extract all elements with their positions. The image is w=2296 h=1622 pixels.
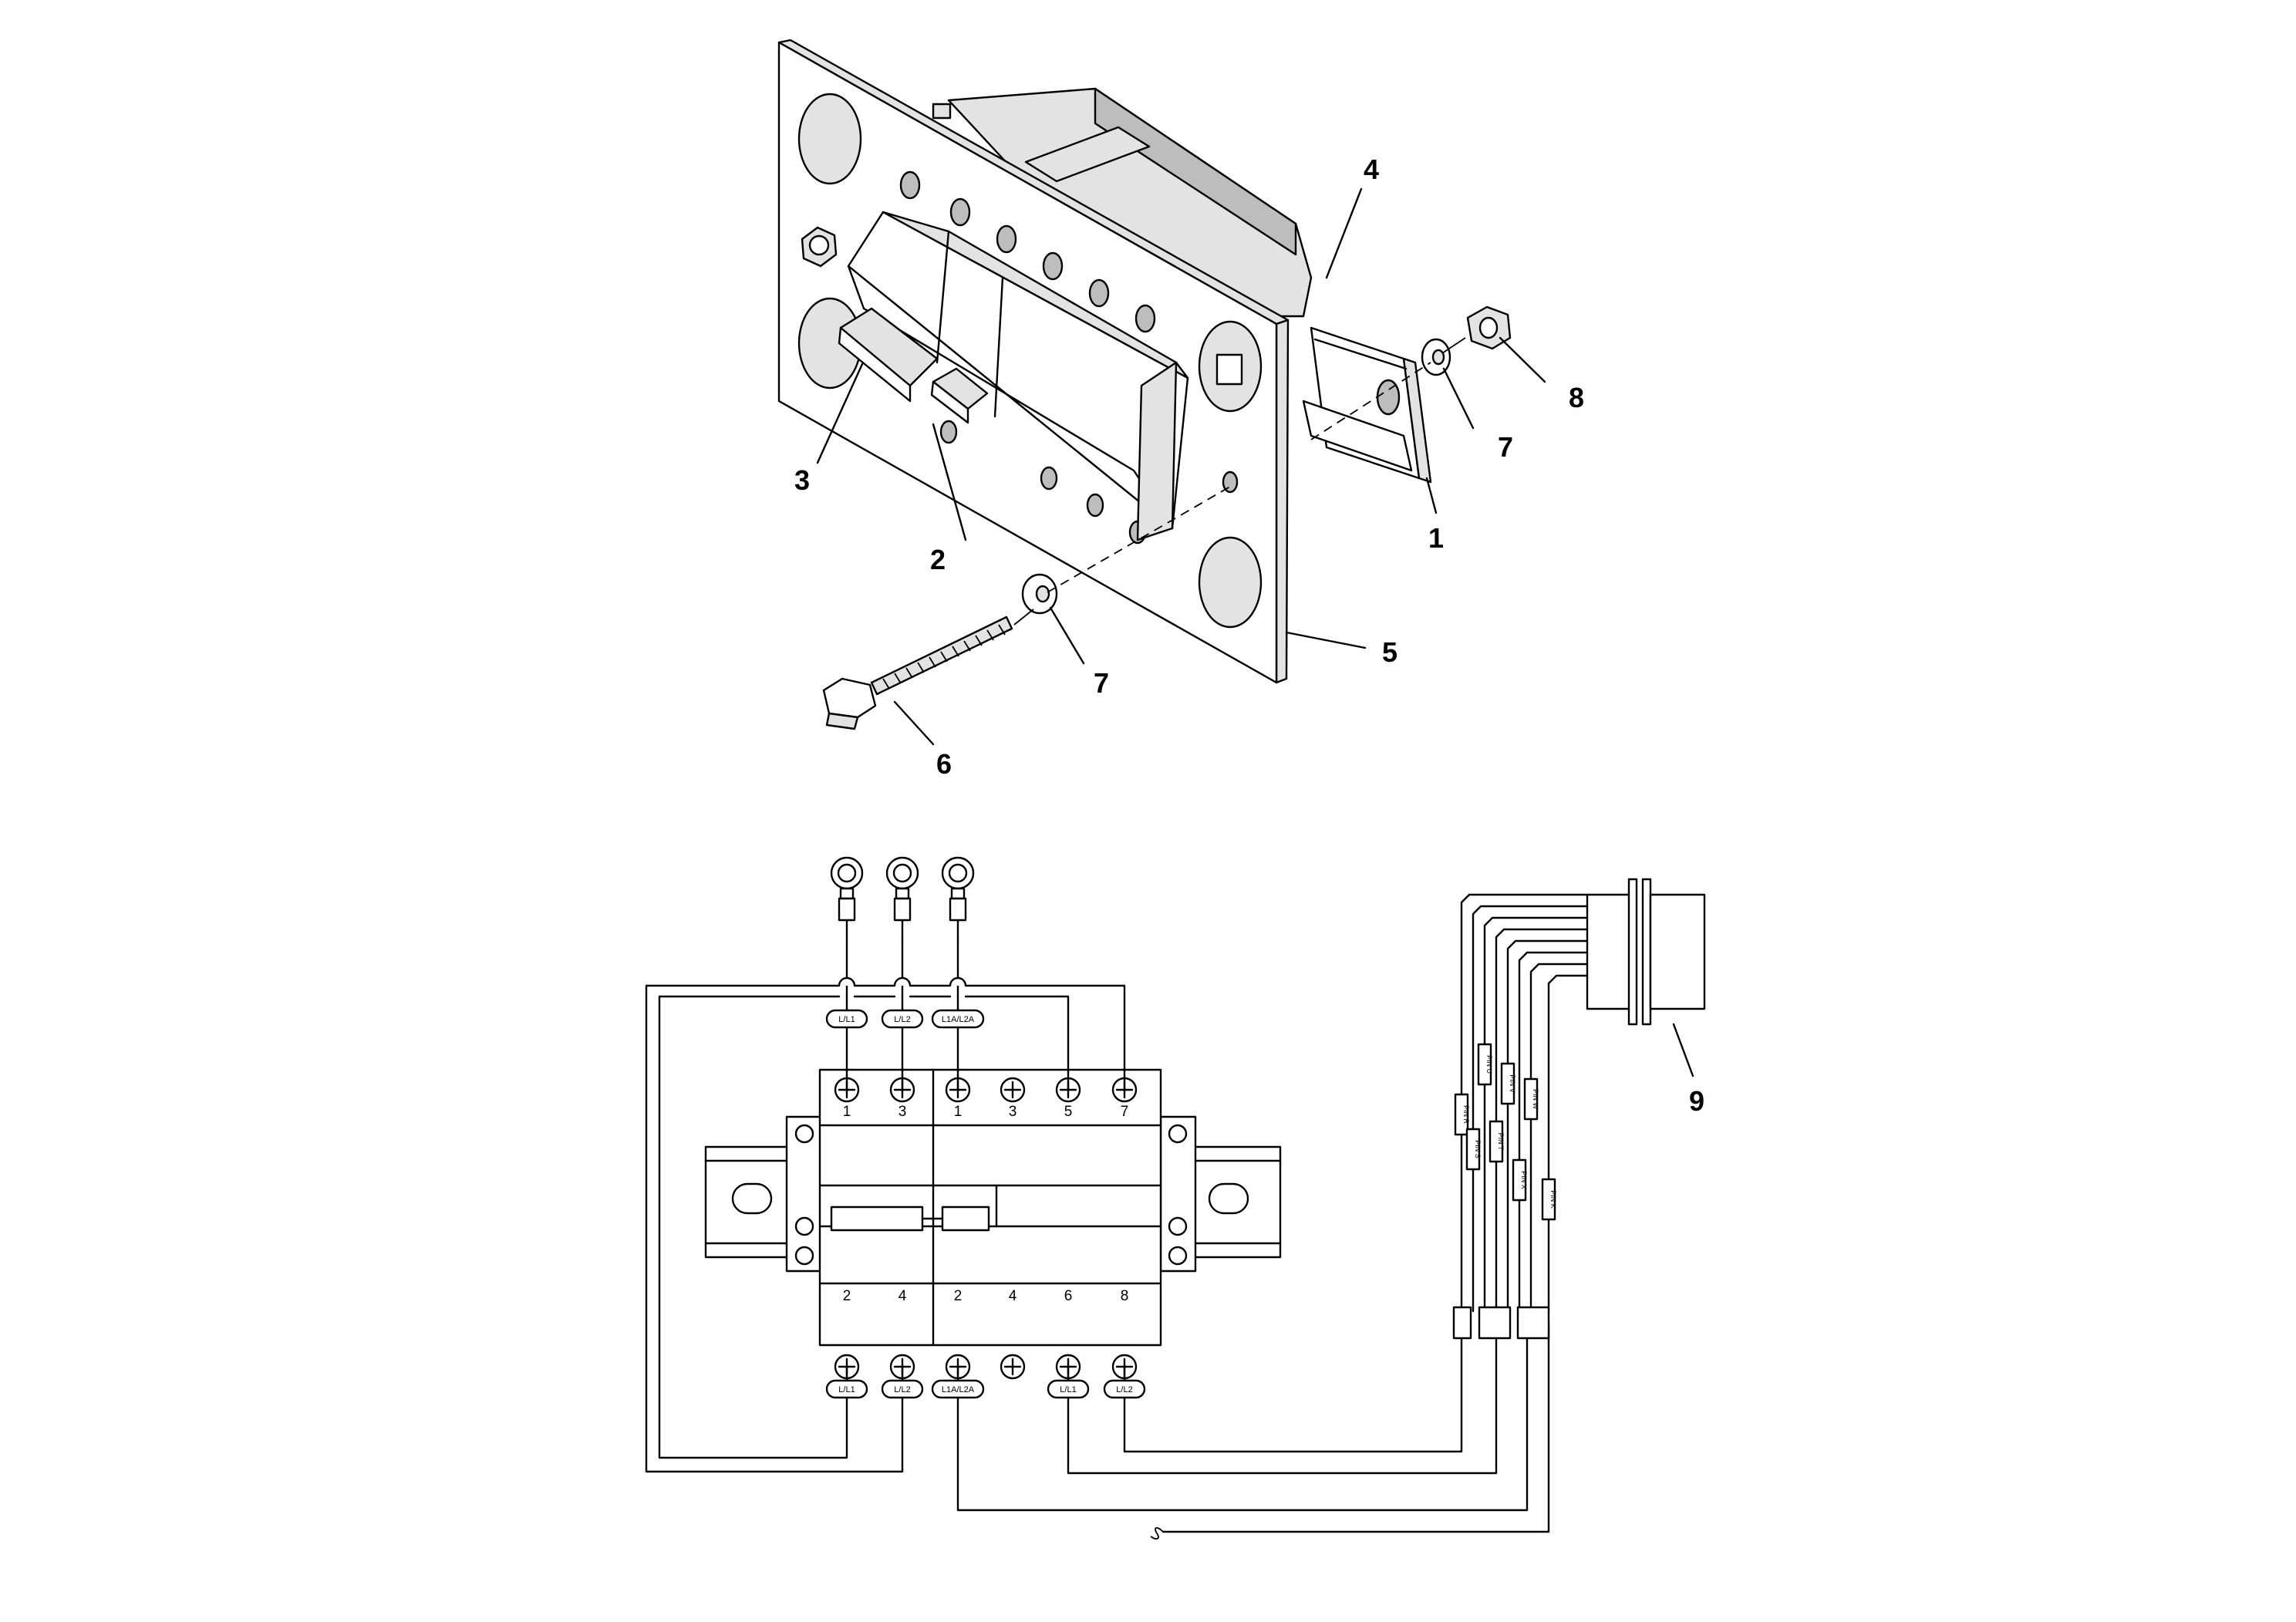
flat-washer-rear [1421,338,1451,376]
bottom-wire-tags: L/L1 L/L2 L1A/L2A L/L1 L/L2 [825,1379,1146,1399]
top-terminal-labels: 1 3 1 3 5 7 [843,1104,1129,1120]
pin-tag-label: PIN T [1497,1133,1505,1151]
pin-tag: PIN W [1523,1077,1539,1121]
wire-tag: L/L1 [838,1015,855,1024]
terminal-number: 2 [843,1288,851,1304]
pin-tag-label: PIN R [1462,1105,1470,1125]
pin-tag: PIN U [1477,1043,1493,1086]
callout-8: 8 [1569,382,1584,413]
terminal-number: 1 [843,1104,851,1120]
pin-tag: PIN K [1541,1178,1557,1221]
hex-bolt [822,615,1013,730]
pin-tag: PIN X [1512,1158,1528,1202]
pin-tag: PIN S [1465,1128,1482,1171]
terminal-screw [1000,1077,1026,1103]
callout-4: 4 [1364,153,1379,185]
callout-6: 6 [936,748,952,780]
pin-tags: PIN R PIN S PIN U PIN T PIN V PIN X PIN W PIN K [1454,1043,1557,1221]
wire-tag: L/L1 [838,1385,855,1394]
bottom-terminal-row [834,1354,1138,1380]
callout-2: 2 [930,544,946,575]
terminal-number: 1 [954,1104,963,1120]
pin-tag-label: PIN K [1549,1190,1557,1209]
terminal-number: 5 [1064,1104,1073,1120]
terminal-number: 8 [1121,1288,1129,1304]
terminal-number: 4 [899,1288,907,1304]
wire-tag: L/L2 [1116,1385,1132,1394]
pin-tag: PIN V [1500,1062,1516,1105]
wiring-harness [1452,893,1589,1340]
pin-tag-label: PIN V [1509,1074,1516,1093]
callout-1: 1 [1428,522,1444,554]
wire-tag: L1A/L2A [942,1015,975,1024]
terminal-number: 6 [1064,1288,1073,1304]
breaker-rear-housing [932,87,1313,318]
pin-tag-label: PIN S [1474,1140,1482,1158]
circuit-breaker-body [838,211,1189,541]
wiring-schematic: 1 3 1 3 5 7 2 4 2 4 6 8 [645,856,1706,1540]
pin-tag: PIN T [1489,1120,1505,1163]
callout-5: 5 [1382,636,1397,668]
bottom-wiring [845,1321,1550,1540]
bottom-terminal-labels: 2 4 2 4 6 8 [843,1288,1129,1304]
wire-tag: L1A/L2A [942,1385,975,1394]
terminal-screw [1000,1354,1026,1380]
pin-tag: PIN R [1454,1093,1470,1136]
wire-tag: L/L2 [894,1015,910,1024]
wire-tag: L/L2 [894,1385,910,1394]
terminal-number: 4 [1009,1288,1017,1304]
top-wire-tags: L/L1 L/L2 L1A/L2A [825,1009,985,1029]
top-wiring [645,938,1126,1473]
schematic-breaker [818,1068,1162,1347]
breaker-side-clips [785,1115,1197,1273]
din-rail [1302,326,1432,484]
callout-7-front-washer: 7 [1094,667,1109,699]
pin-tag-label: PIN U [1485,1055,1493,1074]
pin-tag-label: PIN X [1520,1171,1528,1189]
ring-terminals [830,856,975,941]
circular-connector: 9 [1586,878,1706,1117]
callout-7-rear-washer: 7 [1498,431,1513,463]
terminal-number: 7 [1121,1104,1129,1120]
callout-9: 9 [1689,1085,1704,1117]
terminal-number: 3 [899,1104,907,1120]
terminal-number: 3 [1009,1104,1017,1120]
callout-3: 3 [794,464,810,496]
terminal-number: 2 [954,1288,963,1304]
flat-washer-front [1021,573,1058,615]
wire-tag: L/L1 [1060,1385,1076,1394]
exploded-view: 1 2 3 4 5 6 7 7 8 [777,39,1584,780]
pin-tag-label: PIN W [1532,1089,1539,1110]
